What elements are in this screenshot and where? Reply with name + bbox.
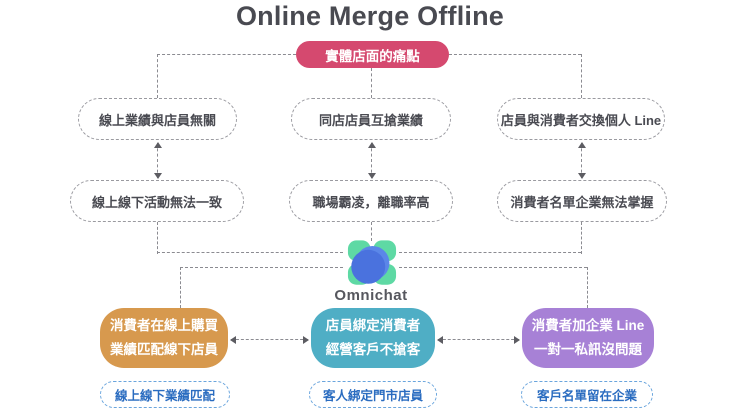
connector-root-left-v xyxy=(157,54,158,98)
pain-box-customer-list: 消費者名單企業無法掌握 xyxy=(497,180,667,222)
pain-box-campaign-mismatch: 線上線下活動無法一致 xyxy=(70,180,244,222)
solution-box-business-line: 消費者加企業 Line 一對一私訊沒問題 xyxy=(522,308,654,368)
connector-right-in-v xyxy=(581,222,582,254)
connector-solution-right-double-arrow xyxy=(437,335,520,344)
solution-line: 消費者在線上購買 xyxy=(110,318,218,334)
connector-left-double-arrow xyxy=(153,142,162,179)
connector-root-left-h xyxy=(157,54,296,55)
connector-middle-in-v xyxy=(371,222,372,241)
connector-left-in-h xyxy=(157,252,343,253)
connector-root-right-v xyxy=(581,54,582,98)
pain-box-online-performance: 線上業績與店員無關 xyxy=(78,98,237,140)
connector-root-middle-v xyxy=(371,68,372,98)
connector-right-out-v xyxy=(587,267,588,308)
page-title: Online Merge Offline xyxy=(235,1,505,31)
connector-root-right-h xyxy=(449,54,581,55)
connector-right-double-arrow xyxy=(577,142,586,179)
connector-left-out-h xyxy=(180,267,343,268)
connector-solution-left-double-arrow xyxy=(230,335,309,344)
solution-box-staff-binding: 店員綁定消費者 經營客戶不搶客 xyxy=(311,308,435,368)
solution-tag-performance-match: 線上線下業績匹配 xyxy=(100,381,230,408)
solution-line: 經營客戶不搶客 xyxy=(325,341,421,357)
pain-box-staff-compete: 同店店員互搶業績 xyxy=(291,98,451,140)
connector-middle-double-arrow xyxy=(367,142,376,179)
connector-right-out-h xyxy=(399,267,587,268)
pain-box-workplace-bullying: 職場霸凌，離職率高 xyxy=(289,180,453,222)
solution-line: 業績匹配線下店員 xyxy=(110,341,218,357)
solution-line: 一對一私訊沒問題 xyxy=(534,341,642,357)
connector-right-in-h xyxy=(399,252,581,253)
root-pain-node: 實體店面的痛點 xyxy=(296,41,449,68)
omnichat-wordmark: Omnichat xyxy=(334,287,408,304)
omnichat-logo-icon xyxy=(347,239,397,287)
solution-line: 消費者加企業 Line xyxy=(531,318,645,334)
pain-box-personal-line: 店員與消費者交換個人 Line xyxy=(497,98,665,140)
solution-tag-staff-binding: 客人綁定門市店員 xyxy=(309,381,437,408)
connector-left-in-v xyxy=(157,222,158,254)
solution-line: 店員綁定消費者 xyxy=(325,318,421,334)
connector-left-out-v xyxy=(180,267,181,308)
solution-tag-business-line: 客戶名單留在企業 xyxy=(521,381,653,408)
solution-box-performance-match: 消費者在線上購買 業績匹配線下店員 xyxy=(100,308,228,368)
